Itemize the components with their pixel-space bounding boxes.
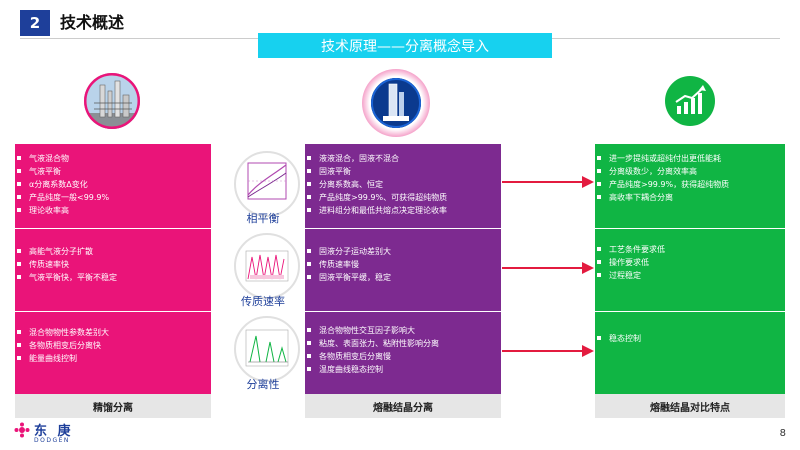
crystallizer-icon: [371, 78, 421, 128]
arrow-3-head-icon: [582, 345, 594, 357]
list-item: 气液平衡快，平衡不稳定: [15, 271, 211, 284]
list-item: 液液混合，固液不混合: [305, 152, 501, 165]
mass-transfer-diagram-icon: [234, 233, 300, 299]
list-item: 各物质相变后分离慢: [305, 350, 501, 363]
right-panel-3: 稳态控制: [595, 312, 785, 394]
list-item: 温度曲线稳态控制: [305, 363, 501, 376]
list-item: 过程稳定: [595, 269, 785, 282]
list-item: 传质速率快: [15, 258, 211, 271]
left-panel-3: 混合物物性参数差别大 各物质相变后分离快 能量曲线控制: [15, 312, 211, 394]
list-item: 各物质相变后分离快: [15, 339, 211, 352]
company-logo-subtext: DODGEN: [34, 437, 70, 444]
separability-diagram-icon: [234, 316, 300, 382]
list-item: 能量曲线控制: [15, 352, 211, 365]
list-item: 理论收率高: [15, 204, 211, 217]
list-item: 混合物物性交互因子影响大: [305, 324, 501, 337]
list-item: 产品纯度一般<99.9%: [15, 191, 211, 204]
arrow-2-line: [502, 267, 584, 269]
right-footer: 熔融结晶对比特点: [595, 394, 785, 418]
section-number: 2: [20, 10, 50, 36]
list-item: 高能气液分子扩散: [15, 245, 211, 258]
list-item: 高收率下耦合分离: [595, 191, 785, 204]
middle-footer: 熔融结晶分离: [305, 394, 501, 418]
list-item: 混合物物性参数差别大: [15, 326, 211, 339]
subtitle-banner: 技术原理——分离概念导入: [258, 33, 552, 58]
left-panel-2: 高能气液分子扩散 传质速率快 气液平衡快，平衡不稳定: [15, 229, 211, 311]
right-panel-1: 进一步提纯或超纯付出更低能耗 分离级数少，分离效率高 产品纯度>99.9%，获得…: [595, 144, 785, 228]
arrow-1-head-icon: [582, 176, 594, 188]
list-item: 稳态控制: [595, 332, 785, 345]
list-item: α分离系数Δ变化: [15, 178, 211, 191]
list-item: 固液平衡: [305, 165, 501, 178]
phase-equilibrium-diagram-icon: [234, 151, 300, 217]
list-item: 固液分子运动差别大: [305, 245, 501, 258]
middle-panel-3: 混合物物性交互因子影响大 粘度、表面张力、粘附性影响分离 各物质相变后分离慢 温…: [305, 312, 501, 394]
concept-label-mass-transfer: 传质速率: [241, 295, 285, 308]
divider: [15, 311, 211, 312]
divider: [595, 228, 785, 229]
left-footer: 精馏分离: [15, 394, 211, 418]
right-panel-2: 工艺条件要求低 操作要求低 过程稳定: [595, 229, 785, 311]
company-logo-icon: [14, 422, 30, 438]
divider: [305, 228, 501, 229]
list-item: 进料组分和最低共熔点决定理论收率: [305, 204, 501, 217]
divider: [305, 311, 501, 312]
divider: [595, 311, 785, 312]
company-logo-text: 东 庚: [34, 424, 74, 439]
list-item: 产品纯度>99.9%、可获得超纯物质: [305, 191, 501, 204]
list-item: 分离级数少，分离效率高: [595, 165, 785, 178]
list-item: 气液平衡: [15, 165, 211, 178]
list-item: 分离系数高、恒定: [305, 178, 501, 191]
list-item: 气液混合物: [15, 152, 211, 165]
arrow-1-line: [502, 181, 584, 183]
divider: [15, 228, 211, 229]
page-number: 8: [779, 428, 786, 439]
list-item: 粘度、表面张力、粘附性影响分离: [305, 337, 501, 350]
list-item: 传质速率慢: [305, 258, 501, 271]
list-item: 固液平衡平缓，稳定: [305, 271, 501, 284]
list-item: 操作要求低: [595, 256, 785, 269]
arrow-3-line: [502, 350, 584, 352]
concept-label-separability: 分离性: [246, 378, 280, 391]
list-item: 产品纯度>99.9%，获得超纯物质: [595, 178, 785, 191]
middle-panel-2: 固液分子运动差别大 传质速率慢 固液平衡平缓，稳定: [305, 229, 501, 311]
list-item: 工艺条件要求低: [595, 243, 785, 256]
arrow-2-head-icon: [582, 262, 594, 274]
section-title: 技术概述: [60, 13, 125, 32]
middle-panel-1: 液液混合，固液不混合 固液平衡 分离系数高、恒定 产品纯度>99.9%、可获得超…: [305, 144, 501, 228]
concept-label-phase-equilibrium: 相平衡: [246, 212, 280, 225]
distillation-plant-icon: [84, 73, 140, 129]
list-item: 进一步提纯或超纯付出更低能耗: [595, 152, 785, 165]
growth-chart-icon: [665, 76, 715, 126]
left-panel-1: 气液混合物 气液平衡 α分离系数Δ变化 产品纯度一般<99.9% 理论收率高: [15, 144, 211, 228]
